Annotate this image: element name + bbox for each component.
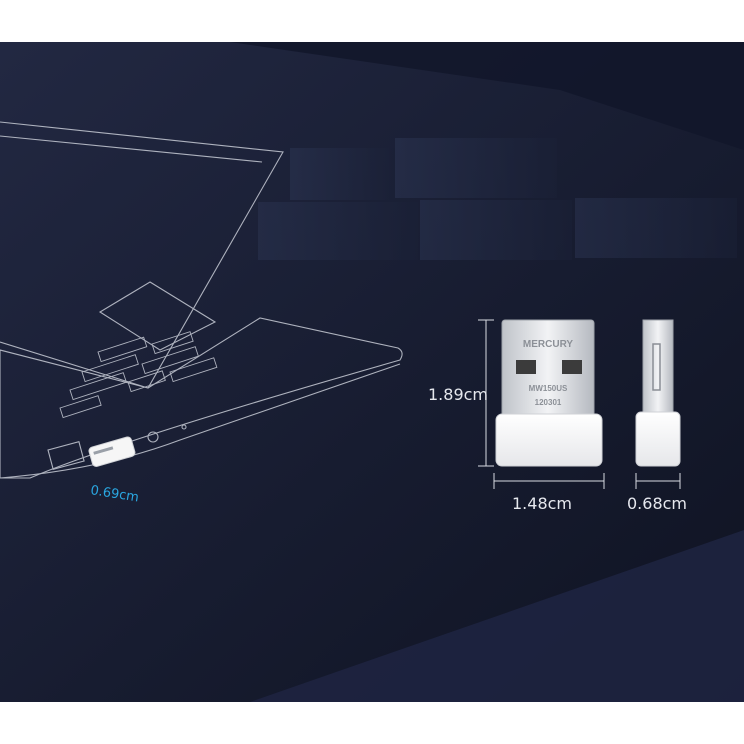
usb-port-outline <box>47 441 85 470</box>
depth-label: 0.68cm <box>627 494 687 513</box>
dongle-body-front <box>495 413 603 467</box>
dongle-body-side <box>635 411 681 467</box>
connector-side-notch <box>652 343 661 391</box>
usb-connector-side <box>642 319 674 417</box>
height-dimension-line <box>478 319 494 467</box>
audio-jack-outline <box>147 431 159 443</box>
brand-label: MERCURY <box>523 339 574 350</box>
dongle-side-view <box>635 319 681 467</box>
blurred-panel-2 <box>395 138 557 198</box>
connector-slot-right <box>562 360 582 374</box>
background-shard-bottom <box>250 530 744 702</box>
connector-slot-left <box>516 360 536 374</box>
plugged-dongle <box>88 436 136 467</box>
background-bottom-white <box>0 702 744 744</box>
blurred-panel-5 <box>575 198 737 258</box>
background-top-white <box>0 0 744 42</box>
width-dimension-line <box>493 473 605 489</box>
dongle-front-view: MERCURY MW150US 120301 <box>495 319 603 467</box>
blurred-panel-1 <box>290 148 395 200</box>
height-label: 1.89cm <box>428 385 488 404</box>
blurred-panel-3 <box>258 202 418 260</box>
background-shard-top <box>230 42 744 150</box>
serial-label: 120301 <box>535 398 562 407</box>
depth-dimension-line <box>635 473 681 489</box>
blurred-panel-4 <box>420 200 572 260</box>
laptop-outline <box>0 121 403 479</box>
width-label: 1.48cm <box>512 494 572 513</box>
model-label: MW150US <box>529 384 568 393</box>
